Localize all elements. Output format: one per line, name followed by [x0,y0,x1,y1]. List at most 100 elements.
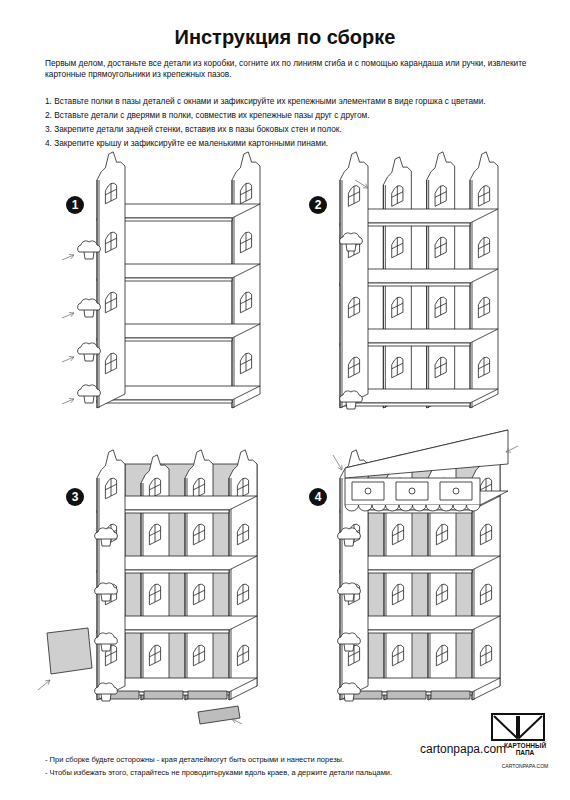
window-cutout [435,237,446,258]
flower-pot-fastener [340,233,363,251]
flower-pot-fastener [338,683,361,701]
brand-name: КАРТОННЫЙ ПАПА [500,742,550,757]
callout-number: 1 [66,196,84,214]
side-panel [229,450,257,700]
flower-pot-fastener [95,633,118,651]
step-text: 1. Вставьте полки в пазы деталей с окнам… [45,96,535,107]
window-cutout [348,297,359,318]
window-cutout [480,584,491,605]
safety-note: - Чтобы избежать этого, старайтесь не пр… [45,768,465,778]
direction-arrow [333,455,342,470]
direction-arrow [355,180,368,188]
roof-pin-hole [365,488,371,494]
window-cutout [392,297,403,318]
base-strip [144,691,183,699]
window-cutout [240,232,251,253]
callout-number: 2 [309,196,327,214]
window-cutout [240,353,251,374]
roof-pin-hole [409,488,415,494]
callout-number: 3 [66,488,84,506]
flower-pot-fastener [338,583,361,601]
base-strip [387,691,426,699]
back-wall-piece [47,628,92,674]
direction-arrow [38,680,50,690]
shelf-edge [97,400,232,403]
window-cutout [237,584,248,605]
step-text: 3. Закрепите детали задней стенки, встав… [45,124,535,135]
shelf-edge [340,403,470,406]
window-cutout [348,357,359,378]
logo-mark [492,714,544,740]
roof-slope [345,430,508,478]
shelf-unit [62,152,260,408]
window-cutout [193,584,204,605]
window-cutout [392,524,403,545]
flower-pot-fastener [78,343,101,361]
flower-pot-fastener [338,528,361,546]
panel-edge [97,180,99,408]
side-panel [97,152,125,408]
direction-arrow [232,719,242,724]
window-cutout [348,186,359,207]
shelf-unit [333,430,518,701]
window-cutout [149,645,160,666]
roof-opening [352,482,384,500]
flower-pot-fastener [340,391,363,409]
roof-scallop [345,505,480,511]
window-cutout [105,183,116,204]
window-cutout [392,584,403,605]
flower-pot-fastener [78,299,101,317]
logo-frame [492,714,544,740]
window-cutout [149,584,160,605]
flower-pot-fastener [95,583,118,601]
side-panel [141,455,169,700]
shelf-unit [340,152,498,409]
window-cutout [193,645,204,666]
website-small: CARTONPAPA.COM [500,764,550,770]
window-cutout [392,357,403,378]
base-strip [188,691,227,699]
window-cutout [478,237,489,258]
direction-arrow [62,398,74,404]
window-cutout [237,645,248,666]
shelf-unit [38,450,257,724]
window-cutout [105,478,116,499]
window-cutout [105,232,116,253]
window-cutout [478,186,489,207]
window-cutout [149,524,160,545]
window-cutout [436,645,447,666]
base-strip [431,691,470,699]
flower-pot-fastener [338,633,361,651]
window-cutout [435,297,446,318]
window-cutout [392,645,403,666]
page-title: Инструкция по сборке [0,24,570,51]
callout-number: 4 [309,488,327,506]
flower-pot-fastener [78,385,101,403]
step-text: 4. Закрепите крышу и зафиксируйте ее мал… [45,138,535,149]
window-cutout [237,524,248,545]
window-cutout [193,524,204,545]
flower-pot-fastener [78,241,101,259]
logo-lines [494,716,542,738]
direction-arrow [62,312,74,318]
flower-pot-fastener [95,683,118,701]
step-text: 2. Вставьте детали с дверями в полки, со… [45,110,535,121]
roof-front [345,478,480,505]
window-cutout [436,524,447,545]
window-cutout [392,186,403,207]
side-panel [185,450,213,700]
window-cutout [480,524,491,545]
direction-arrow [62,254,74,260]
direction-arrow [506,446,518,452]
window-cutout [435,357,446,378]
window-cutout [392,237,403,258]
window-cutout [240,292,251,313]
window-cutout [105,292,116,313]
website: cartonpapa.com [420,741,510,757]
panel-edge [141,483,143,700]
window-cutout [105,353,116,374]
window-cutout [240,183,251,204]
side-panel [340,152,368,408]
roof-pin-hole [453,488,459,494]
window-cutout [478,357,489,378]
